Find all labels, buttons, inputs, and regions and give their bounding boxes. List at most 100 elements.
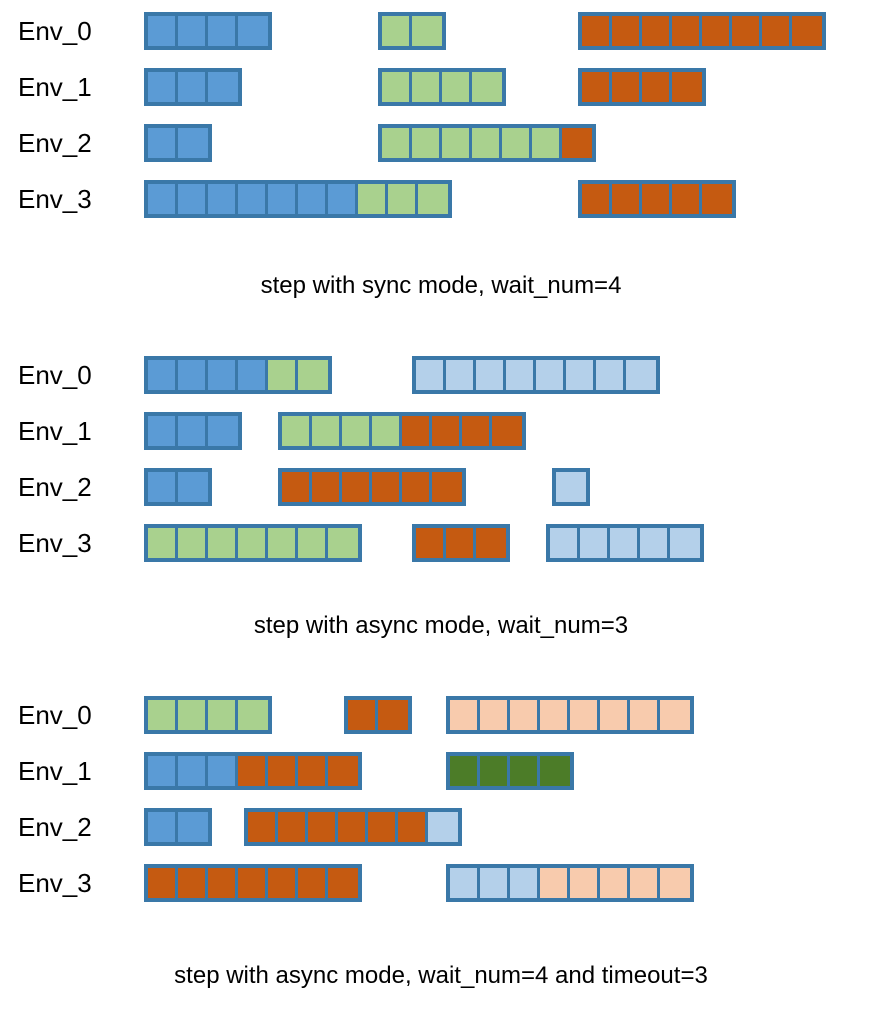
step-block (378, 124, 596, 162)
row-label-env_1: Env_1 (18, 756, 92, 786)
step-block (378, 68, 506, 106)
step-cell-green (238, 528, 268, 558)
row-label-env_3: Env_3 (18, 868, 92, 898)
step-cell-orange (642, 72, 672, 102)
step-cell-blue (178, 416, 208, 446)
row-label-env_0: Env_0 (18, 360, 92, 390)
step-cell-peach (540, 868, 570, 898)
step-cell-green (502, 128, 532, 158)
step-block (144, 68, 242, 106)
step-cell-green (382, 16, 412, 46)
step-cell-orange (402, 416, 432, 446)
step-cell-blue (148, 360, 178, 390)
step-cell-green (268, 528, 298, 558)
panel-caption: step with async mode, wait_num=3 (253, 612, 629, 639)
timeline-row: Env_0 (0, 692, 882, 738)
step-cell-blue (238, 16, 268, 46)
row-label-env_3: Env_3 (18, 184, 92, 214)
timeline-row: Env_1 (0, 64, 882, 110)
step-cell-orange (402, 472, 432, 502)
step-cell-orange (398, 812, 428, 842)
step-block (446, 696, 694, 734)
step-cell-blue (178, 360, 208, 390)
step-cell-peach (600, 700, 630, 730)
step-block (446, 864, 694, 902)
step-block (144, 696, 272, 734)
step-cell-orange (298, 756, 328, 786)
step-cell-lightblue (446, 360, 476, 390)
step-cell-darkgreen (480, 756, 510, 786)
step-cell-blue (208, 16, 238, 46)
timeline-row: Env_1 (0, 408, 882, 454)
step-cell-orange (312, 472, 342, 502)
step-cell-green (472, 72, 502, 102)
step-block (144, 412, 242, 450)
step-cell-lightblue (610, 528, 640, 558)
step-cell-orange (732, 16, 762, 46)
row-label-env_2: Env_2 (18, 472, 92, 502)
step-cell-orange (672, 184, 702, 214)
step-cell-orange (338, 812, 368, 842)
step-cell-lightblue (670, 528, 700, 558)
step-cell-green (148, 700, 178, 730)
step-cell-orange (792, 16, 822, 46)
step-block (278, 468, 466, 506)
step-cell-peach (660, 700, 690, 730)
step-cell-lightblue (640, 528, 670, 558)
step-cell-lightblue (506, 360, 536, 390)
step-cell-green (412, 16, 442, 46)
step-cell-orange (298, 868, 328, 898)
step-cell-orange (672, 16, 702, 46)
step-cell-green (148, 528, 178, 558)
step-cell-blue (208, 416, 238, 446)
step-cell-orange (282, 472, 312, 502)
step-cell-blue (178, 812, 208, 842)
timeline-row: Env_2 (0, 120, 882, 166)
step-cell-orange (642, 16, 672, 46)
step-cell-peach (660, 868, 690, 898)
step-cell-blue (148, 72, 178, 102)
step-cell-lightblue (510, 868, 540, 898)
panel-caption: step with async mode, wait_num=4 and tim… (174, 962, 708, 989)
step-cell-orange (148, 868, 178, 898)
step-block (144, 124, 212, 162)
timeline-row: Env_2 (0, 804, 882, 850)
step-cell-green (442, 72, 472, 102)
step-block (144, 468, 212, 506)
step-block (578, 12, 826, 50)
step-cell-orange (702, 184, 732, 214)
step-cell-green (208, 700, 238, 730)
step-cell-darkgreen (510, 756, 540, 786)
step-cell-peach (570, 868, 600, 898)
step-cell-blue (208, 184, 238, 214)
step-cell-darkgreen (450, 756, 480, 786)
timeline-row: Env_0 (0, 8, 882, 54)
step-cell-green (532, 128, 562, 158)
step-cell-orange (446, 528, 476, 558)
step-cell-lightblue (416, 360, 446, 390)
step-cell-green (358, 184, 388, 214)
step-cell-lightblue (428, 812, 458, 842)
step-cell-green (388, 184, 418, 214)
step-cell-blue (148, 756, 178, 786)
step-cell-orange (268, 868, 298, 898)
step-cell-blue (178, 16, 208, 46)
step-cell-orange (582, 72, 612, 102)
step-cell-blue (268, 184, 298, 214)
step-cell-peach (540, 700, 570, 730)
step-cell-green (382, 72, 412, 102)
row-label-env_1: Env_1 (18, 72, 92, 102)
step-cell-orange (416, 528, 446, 558)
step-cell-blue (178, 72, 208, 102)
step-cell-lightblue (480, 868, 510, 898)
step-block (578, 68, 706, 106)
row-label-env_3: Env_3 (18, 528, 92, 558)
step-cell-orange (342, 472, 372, 502)
step-cell-orange (702, 16, 732, 46)
step-cell-peach (630, 868, 660, 898)
step-cell-green (268, 360, 298, 390)
step-cell-peach (450, 700, 480, 730)
step-cell-green (418, 184, 448, 214)
step-cell-green (312, 416, 342, 446)
step-cell-green (372, 416, 402, 446)
